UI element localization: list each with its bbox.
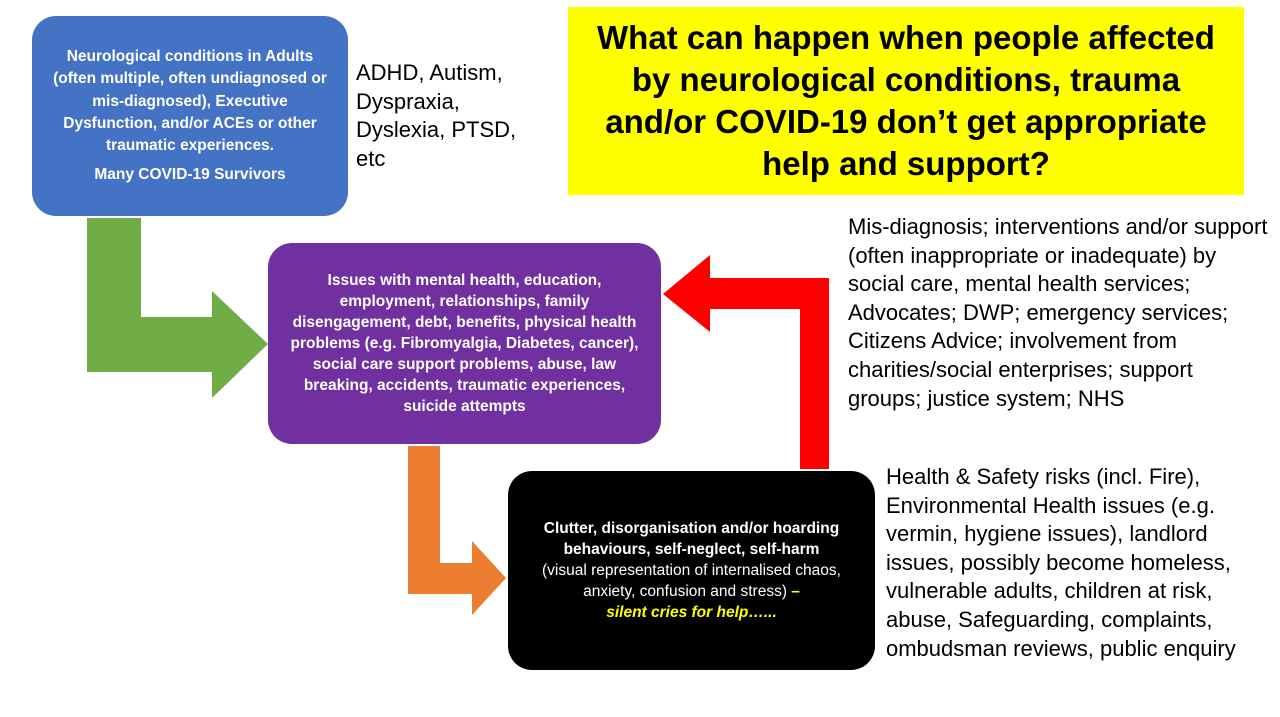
conditions-list: ADHD, Autism, Dyspraxia, Dyslexia, PTSD,…	[356, 60, 517, 171]
silent-cries-text: silent cries for help…...	[606, 604, 777, 622]
title-box: What can happen when people affected by …	[568, 7, 1244, 195]
clutter-bold-text: Clutter, disorganisation and/or hoarding…	[543, 519, 840, 558]
neurological-conditions-text: Neurological conditions in Adults (often…	[53, 47, 327, 155]
covid-survivors-text: Many COVID-19 Survivors	[94, 165, 286, 183]
issues-box: Issues with mental health, education, em…	[268, 243, 661, 444]
clutter-box: Clutter, disorganisation and/or hoarding…	[508, 471, 875, 670]
green-bent-arrow	[87, 218, 268, 398]
orange-bent-arrow	[408, 446, 506, 615]
neurological-conditions-box: Neurological conditions in Adults (often…	[32, 16, 348, 216]
issues-text: Issues with mental health, education, em…	[290, 271, 639, 416]
clutter-dash: –	[791, 583, 800, 601]
red-bent-arrow	[663, 255, 829, 469]
services-text: Mis-diagnosis; interventions and/or supp…	[848, 214, 1268, 411]
clutter-description-text: (visual representation of internalised c…	[542, 561, 841, 601]
consequences-text: Health & Safety risks (incl. Fire), Envi…	[886, 464, 1236, 661]
page-title: What can happen when people affected by …	[597, 18, 1215, 183]
